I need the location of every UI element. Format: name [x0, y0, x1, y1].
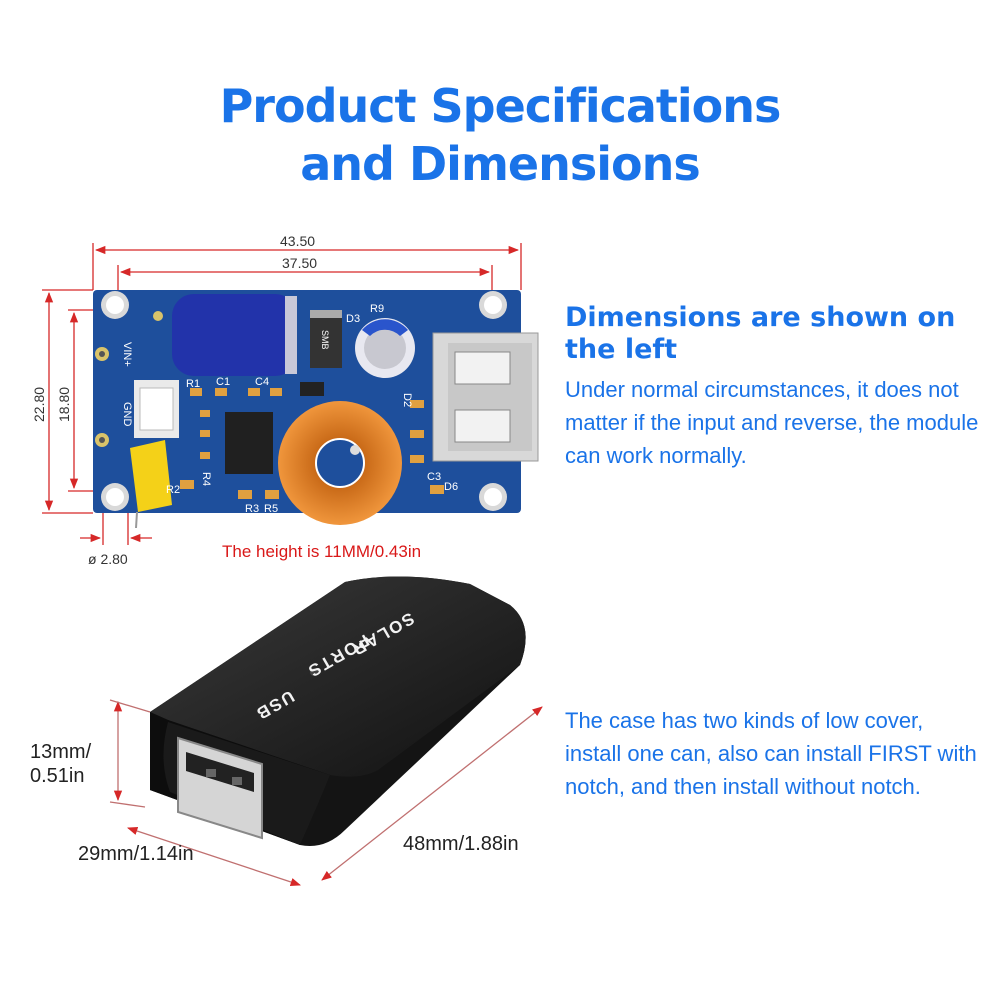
board-height-note: The height is 11MM/0.43in [222, 542, 422, 561]
silk-c1: C1 [216, 376, 230, 388]
dim-outer-height: 22.80 [31, 387, 47, 422]
dimensions-heading: Dimensions are shown on the left [565, 302, 956, 365]
silk-gnd: GND [121, 402, 133, 427]
case-dimension-lines [109, 699, 543, 887]
page-title-line2: and Dimensions [300, 137, 700, 191]
board-dimension-lines [42, 243, 522, 545]
case-dim-length: 48mm/1.88in [403, 833, 519, 855]
silk-c4: C4 [255, 376, 269, 388]
dim-outer-width: 43.50 [280, 233, 315, 249]
description-paragraph-2: The case has two kinds of low cover, ins… [565, 708, 977, 799]
silk-vin: VIN+ [121, 342, 133, 367]
pcb-board [93, 290, 539, 529]
silk-r9: R9 [370, 303, 384, 315]
silk-r3: R3 [245, 503, 259, 515]
silk-d2: D2 [401, 393, 413, 407]
description-paragraph-1: Under normal circumstances, it does not … [565, 377, 979, 468]
silk-d3: D3 [346, 313, 360, 325]
silk-c3: C3 [427, 471, 441, 483]
silk-r2: R2 [166, 484, 180, 496]
enclosure-case [150, 576, 526, 846]
silk-r5: R5 [264, 503, 278, 515]
dim-hole: ø 2.80 [88, 551, 128, 567]
silk-d6: D6 [444, 481, 458, 493]
case-dim-width: 29mm/1.14in [78, 843, 194, 865]
board-dimension-labels: 43.50 37.50 22.80 18.80 ø 2.80 [31, 233, 317, 567]
pcb-silkscreen: VIN+ GND R9 D3 SMB R1 C1 C4 D2 C3 D6 R2 … [121, 303, 458, 515]
case-dim-height: 13mm/ 0.51in [30, 741, 92, 787]
dim-inner-height: 18.80 [56, 387, 72, 422]
silk-r1: R1 [186, 378, 200, 390]
page-title-line1: Product Specifications [219, 79, 782, 133]
silk-smb: SMB [320, 330, 330, 350]
silk-r4: R4 [200, 472, 212, 486]
dim-inner-width: 37.50 [282, 255, 317, 271]
